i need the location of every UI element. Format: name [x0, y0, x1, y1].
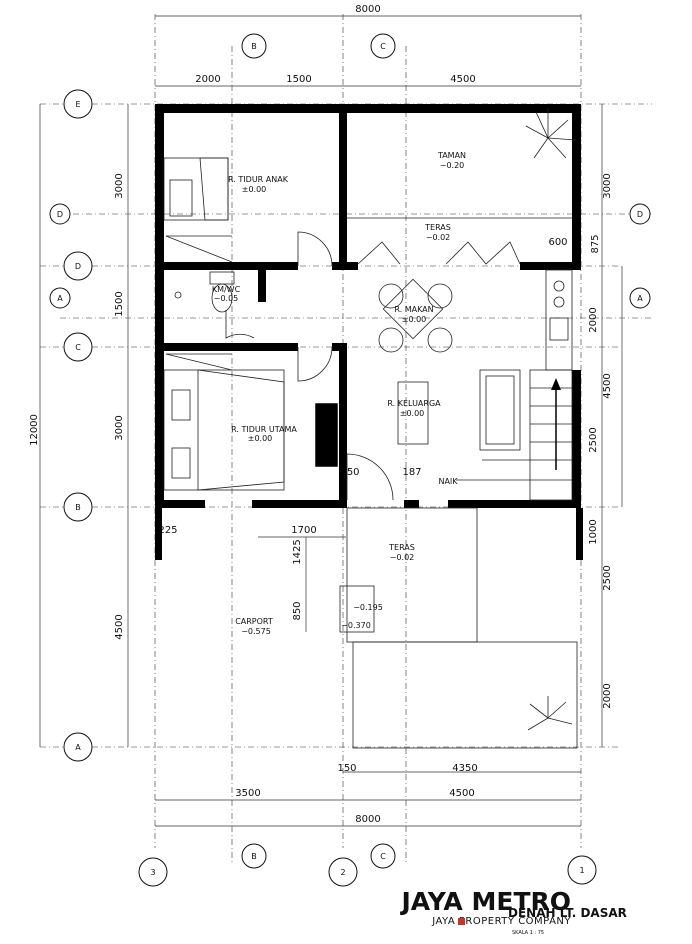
brand-logo-text: JAYA METRO	[399, 887, 571, 916]
bubble-right-a: A	[637, 294, 643, 303]
room-makan-name: R. MAKAN	[394, 305, 433, 314]
dim-left-4500: 4500	[114, 614, 125, 639]
grid-bubbles: B C B C E D D A C B A D A 3 2 1	[49, 33, 651, 887]
room-teras-top-level: −0.02	[426, 233, 451, 242]
dim-bottom-b: 4500	[449, 788, 474, 799]
room-carport-name: CARPORT	[235, 617, 273, 626]
bubble-bottom-1: 1	[579, 866, 584, 875]
bubble-bottom-2: 2	[340, 868, 345, 877]
dim-right-2500b: 2500	[602, 565, 613, 590]
stair-label: NAIK	[438, 477, 458, 486]
room-keluarga-name: R. KELUARGA	[387, 399, 441, 408]
dim-right-2500a: 2500	[588, 427, 599, 452]
room-makan-level: ±0.00	[402, 315, 427, 324]
drawing-scale: SKALA 1 : 75	[512, 930, 544, 936]
room-tidur-anak-name: R. TIDUR ANAK	[228, 175, 289, 184]
room-tidur-anak-level: ±0.00	[242, 185, 267, 194]
dim-850: 850	[292, 601, 303, 620]
dim-left-3000a: 3000	[114, 173, 125, 198]
bubble-left-c: C	[75, 343, 81, 352]
dim-right-875: 875	[590, 234, 601, 253]
drawing-title: DENAH LT. DASAR	[508, 906, 627, 920]
bubble-right-d: D	[637, 210, 643, 219]
room-taman-level: −0.20	[440, 161, 465, 170]
furniture	[163, 108, 578, 749]
dim-right-3000: 3000	[602, 173, 613, 198]
room-carport-level: −0.575	[241, 627, 271, 636]
dim-left-1500: 1500	[114, 291, 125, 316]
bubble-left-e: E	[75, 100, 80, 109]
room-kmwc-level: −0.05	[214, 294, 239, 303]
step-level-1: −0.195	[353, 603, 383, 612]
dim-1700: 1700	[291, 525, 316, 536]
dim-right-4500: 4500	[602, 373, 613, 398]
dim-top-c: 4500	[450, 74, 475, 85]
bubble-top-b: B	[251, 42, 257, 51]
bubble-bottom-c: C	[380, 852, 386, 861]
room-tidur-utama-level: ±0.00	[248, 434, 273, 443]
dim-right-2000a: 2000	[588, 307, 599, 332]
room-teras-front-level: −0.02	[390, 553, 415, 562]
room-taman-name: TAMAN	[437, 151, 466, 160]
dim-bottom-a: 3500	[235, 788, 260, 799]
dim-225: 225	[158, 525, 177, 536]
title-block: JAYA METRO JAYA PROPERTY COMPANY DENAH L…	[399, 887, 626, 936]
dim-top-total: 8000	[355, 4, 380, 15]
dim-bottom-4350: 4350	[452, 763, 477, 774]
brand-mark-icon	[458, 918, 465, 925]
dim-left-3000b: 3000	[114, 415, 125, 440]
bubble-left-d2: D	[75, 262, 81, 271]
dim-187: 187	[402, 467, 421, 478]
dim-bottom-150: 150	[337, 763, 356, 774]
dim-top-a: 2000	[195, 74, 220, 85]
bubble-bottom-b: B	[251, 852, 257, 861]
bubble-top-c: C	[380, 42, 386, 51]
dimension-texts: 8000 2000 1500 4500 3500 4500 8000 150 4…	[29, 4, 613, 825]
dim-150: 150	[340, 467, 359, 478]
walls	[155, 104, 583, 560]
dim-right-600: 600	[548, 237, 567, 248]
room-teras-front-name: TERAS	[388, 543, 415, 552]
bubble-left-a: A	[75, 743, 81, 752]
bubble-bottom-3: 3	[150, 868, 155, 877]
dim-right-2000b: 2000	[602, 683, 613, 708]
step-level-2: −0.370	[341, 621, 371, 630]
bubble-left-b: B	[75, 503, 81, 512]
dimension-lines	[39, 15, 623, 827]
room-labels: R. TIDUR ANAK ±0.00 TAMAN −0.20 TERAS −0…	[212, 151, 466, 636]
room-teras-top-name: TERAS	[424, 223, 451, 232]
dim-top-b: 1500	[286, 74, 311, 85]
room-keluarga-level: ±0.00	[400, 409, 425, 418]
bubble-left-a-section: A	[57, 294, 63, 303]
bubble-left-d: D	[57, 210, 63, 219]
dim-bottom-total: 8000	[355, 814, 380, 825]
company-name: JAYA PROPERTY COMPANY	[431, 916, 571, 927]
dim-right-1000: 1000	[588, 519, 599, 544]
room-kmwc-name: KM/WC	[212, 285, 241, 294]
room-tidur-utama-name: R. TIDUR UTAMA	[231, 425, 297, 434]
dim-1425: 1425	[292, 539, 303, 564]
dim-left-total: 12000	[29, 414, 40, 446]
